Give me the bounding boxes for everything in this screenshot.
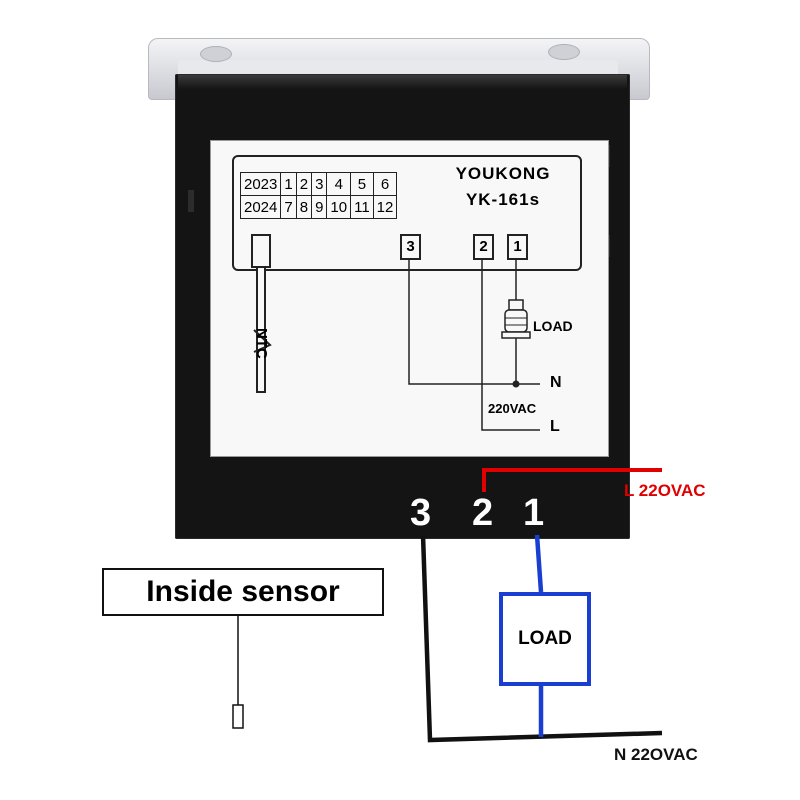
date-cell: 9 xyxy=(311,195,328,219)
sticker-terminal-2: 2 xyxy=(473,234,494,260)
terminal-2-label: 2 xyxy=(472,492,494,534)
sticker-terminal-1: 1 xyxy=(507,234,528,260)
terminal-3-label: 3 xyxy=(410,492,432,534)
terminal-1-label: 1 xyxy=(523,492,545,534)
brand-name: YOUKONG xyxy=(455,164,551,183)
date-cell: 2023 xyxy=(239,172,282,196)
sticker-header-panel xyxy=(232,155,582,271)
mounting-hole-right xyxy=(548,44,580,60)
date-cell: 10 xyxy=(326,195,352,219)
neutral-wire-label: N 22OVAC xyxy=(614,745,698,764)
sticker-schematic xyxy=(251,234,540,431)
load-box: LOAD xyxy=(499,592,591,686)
production-date-table: 2023 1 2 3 4 5 6 2024 7 8 9 10 11 12 xyxy=(239,172,398,219)
sticker-n-label: N xyxy=(550,374,562,391)
side-slot-left xyxy=(188,190,194,212)
sticker-voltage-label: 220VAC xyxy=(488,401,537,416)
model-name: YK-161s xyxy=(465,190,541,209)
sticker-terminal-3: 3 xyxy=(400,234,421,260)
date-row-2024: 2024 7 8 9 10 11 12 xyxy=(239,195,398,219)
sticker-l-label: L xyxy=(550,418,560,435)
inside-sensor-label: Inside sensor xyxy=(102,568,384,616)
date-row-2023: 2023 1 2 3 4 5 6 xyxy=(239,172,398,196)
mounting-hole-left xyxy=(200,46,232,62)
sticker-load-label: LOAD xyxy=(533,318,573,334)
live-wire-label: L 22OVAC xyxy=(624,481,706,500)
date-cell: 2024 xyxy=(239,195,282,219)
device-body-top-edge xyxy=(178,75,627,89)
date-cell: 12 xyxy=(372,195,398,219)
